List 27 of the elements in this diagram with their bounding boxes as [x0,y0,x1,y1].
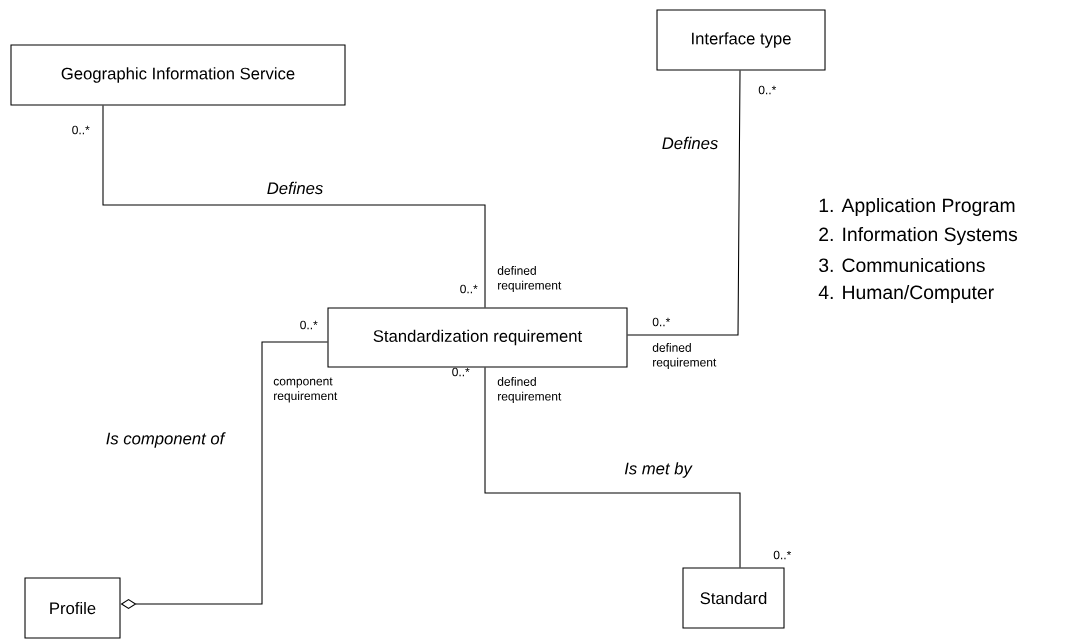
edge-label: Defines [267,181,323,195]
list-item: 1. Application Program [819,198,1015,216]
role-name: defined requirement [652,343,717,369]
role-name: defined requirement [497,377,562,403]
edge-label: Defines [662,136,718,150]
class-box: Standardization requirement [327,307,628,368]
association-line [102,105,486,308]
edge-label: Is met by [624,462,693,478]
class-box: Interface type [656,9,826,71]
multiplicity: 0..* [452,367,470,377]
class-box: Geographic Information Service [10,44,346,106]
association-line [627,70,741,336]
multiplicity: 0..* [758,85,777,95]
list-item: 3. Communications [819,257,985,273]
edge-label: Is component of [106,432,226,448]
class-box: Profile [24,577,121,639]
multiplicity: 0..* [652,317,671,327]
class-box: Standard [682,567,785,629]
role-name: component requirement [273,377,338,403]
role-name: defined requirement [497,266,562,292]
multiplicity: 0..* [460,284,478,294]
association-line [484,367,741,568]
multiplicity: 0..* [300,320,318,330]
multiplicity: 0..* [72,125,90,135]
multiplicity: 0..* [773,550,792,560]
list-item: 2. Information Systems [819,227,1018,245]
list-item: 4. Human/Computer [818,285,994,303]
